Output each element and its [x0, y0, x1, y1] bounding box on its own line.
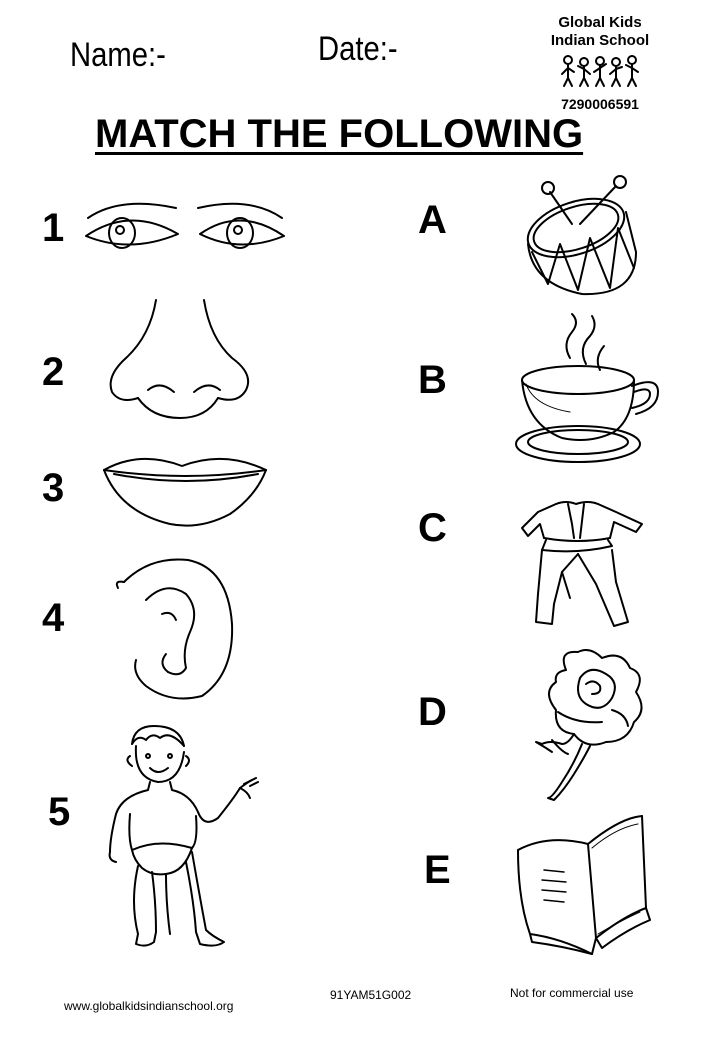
boy-icon: [108, 725, 259, 947]
school-name-line2: Indian School: [550, 32, 650, 49]
right-item-label-c: C: [418, 506, 447, 550]
rose-icon: [535, 649, 643, 801]
page-title: MATCH THE FOLLOWING: [95, 112, 584, 156]
school-kids-logo-icon: [561, 55, 639, 87]
book-icon: [517, 815, 651, 955]
right-item-label-e: E: [424, 848, 451, 892]
school-logo-block: Global Kids Indian School 7290006591: [538, 14, 662, 113]
left-item-label-3: 3: [42, 466, 65, 510]
school-name-line1: Global Kids: [558, 14, 642, 31]
left-item-label-5: 5: [48, 790, 71, 834]
footer-code: 91YAM51G002: [330, 988, 412, 1002]
footer-website: www.globalkidsindianschool.org: [64, 999, 234, 1013]
footer-notice: Not for commercial use: [510, 986, 634, 1000]
school-phone: 7290006591: [561, 96, 639, 112]
lips-icon: [103, 457, 267, 527]
ear-icon: [115, 558, 234, 700]
tea-cup-icon: [515, 313, 659, 463]
eyes-icon: [85, 202, 285, 249]
name-label: Name:-: [70, 36, 166, 74]
nose-icon: [109, 299, 250, 419]
left-item-label-1: 1: [42, 206, 65, 250]
right-item-label-d: D: [418, 690, 447, 734]
drum-icon: [526, 175, 637, 296]
right-item-label-a: A: [418, 198, 447, 242]
date-label: Date:-: [318, 30, 398, 68]
right-item-label-b: B: [418, 358, 447, 402]
clothes-icon: [521, 501, 643, 627]
left-item-label-2: 2: [42, 350, 65, 394]
left-item-label-4: 4: [42, 596, 65, 640]
